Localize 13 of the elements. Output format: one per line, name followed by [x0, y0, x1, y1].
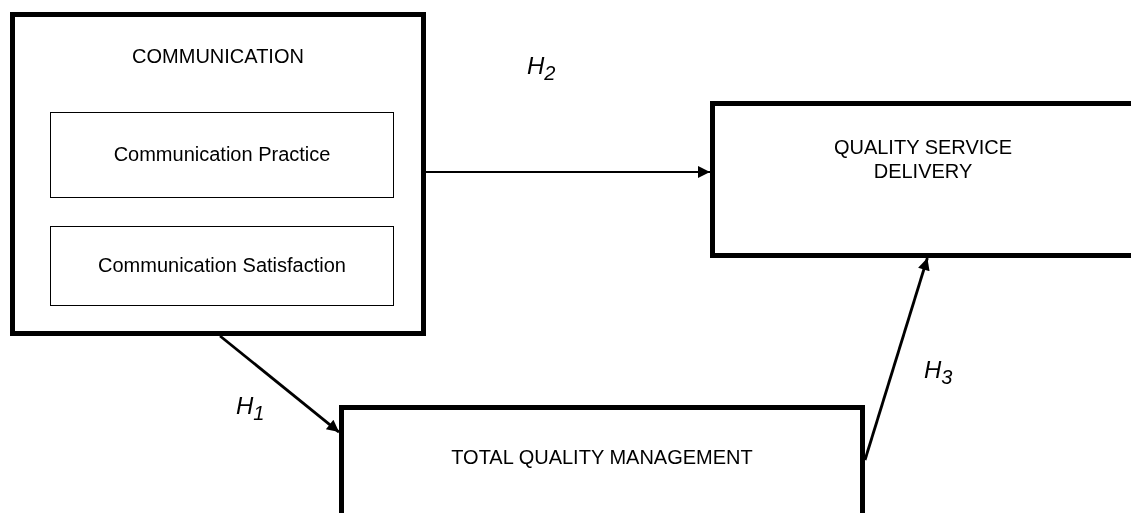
arrow [425, 165, 711, 178]
arrow [863, 257, 930, 461]
group-heading: COMMUNICATION [131, 44, 305, 68]
box-label: TOTAL QUALITY MANAGEMENT [450, 445, 754, 469]
box-label: Communication Satisfaction [97, 252, 347, 277]
construct-box [710, 101, 1131, 258]
construct-box [339, 405, 865, 513]
sub-box [50, 226, 394, 306]
sub-box [50, 112, 394, 198]
box-label: Communication Practice [112, 141, 332, 166]
arrow [219, 334, 340, 434]
group-box [10, 12, 426, 336]
box-label: QUALITY SERVICE DELIVERY [832, 135, 1014, 183]
